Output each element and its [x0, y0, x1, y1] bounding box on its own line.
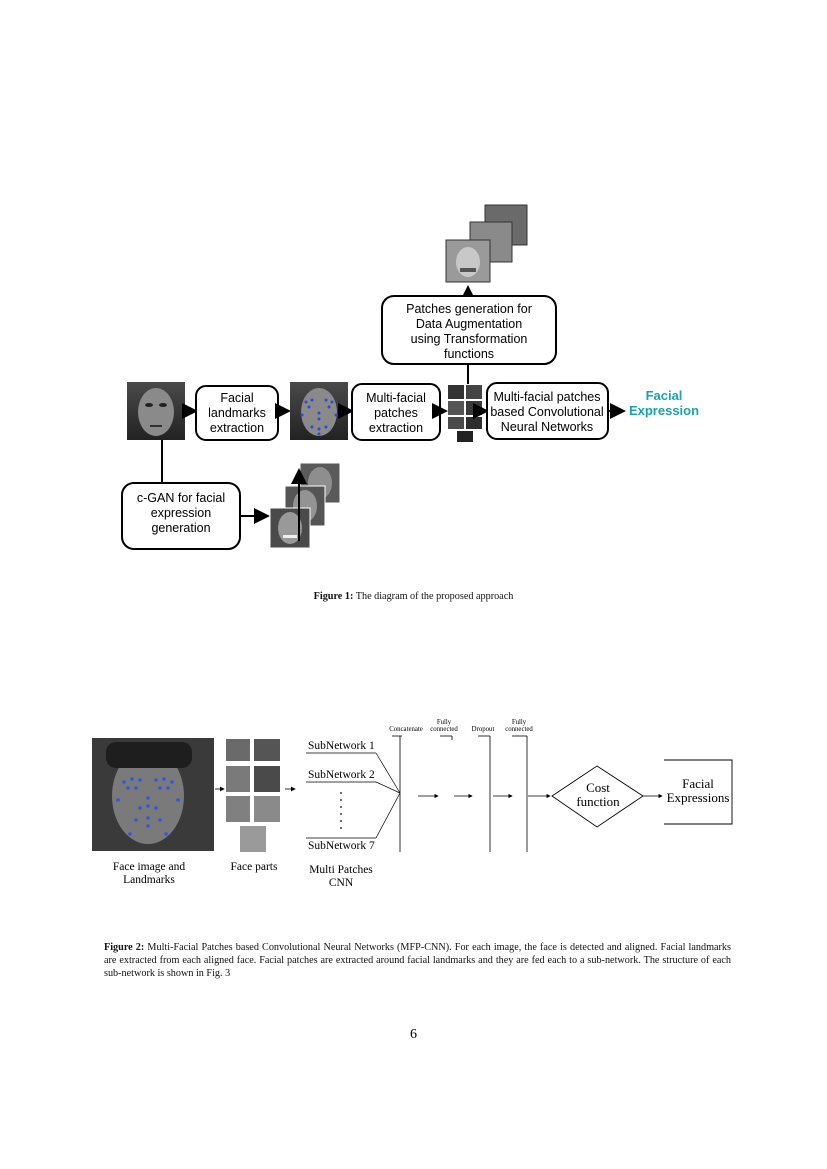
patches-gen-line2: Data Augmentation	[416, 317, 522, 331]
subnetwork-ellipsis	[340, 792, 342, 829]
cgan-line1: c-GAN for facial	[137, 491, 225, 505]
face-image-label-line2: Landmarks	[123, 874, 175, 886]
mfp-line1: Multi-facial	[366, 391, 426, 405]
landmarks-line3: extraction	[210, 421, 264, 435]
fc1-label-line2: connected	[430, 726, 458, 733]
figure2-caption-label: Figure 2:	[104, 942, 145, 953]
input-face-image	[127, 382, 185, 440]
mfp-line2: patches	[374, 406, 418, 420]
face-image-label-line1: Face image and	[113, 861, 185, 873]
facial-patches-grid	[448, 385, 482, 442]
cnn-line1: Multi-facial patches	[494, 390, 601, 404]
subnetwork-7-label: SubNetwork 7	[308, 840, 375, 852]
concatenate-label: Concatenate	[389, 726, 423, 733]
figure1-diagram: Patches generation for Data Augmentation…	[121, 204, 699, 550]
fc2-label-line2: connected	[505, 726, 533, 733]
landmarks-line2: landmarks	[208, 406, 266, 420]
cgan-line3: generation	[151, 521, 210, 535]
cnn-line2: based Convolutional	[490, 405, 603, 419]
facial-expressions-line1: Facial	[682, 776, 714, 791]
figure1-caption: Figure 1: The diagram of the proposed ap…	[0, 590, 827, 603]
face-parts-label: Face parts	[231, 861, 278, 873]
landmarks-line1: Facial	[220, 391, 253, 405]
multi-patches-label-line2: CNN	[329, 877, 354, 889]
output-facial: Facial	[646, 388, 683, 403]
fc2-label-line1: Fully	[512, 719, 527, 726]
figure2-caption-text: Multi-Facial Patches based Convolutional…	[104, 942, 731, 979]
figure2-face-parts	[226, 739, 280, 852]
cost-function-line1: Cost	[586, 780, 610, 795]
generated-faces-stack	[269, 462, 341, 549]
figure2-face-image	[92, 738, 214, 851]
figure1-caption-label: Figure 1:	[313, 591, 354, 602]
cnn-line3: Neural Networks	[501, 420, 593, 434]
mfp-line3: extraction	[369, 421, 423, 435]
subnetwork-2-label: SubNetwork 2	[308, 769, 375, 781]
landmarked-face-image	[290, 382, 348, 440]
facial-expressions-box	[664, 759, 733, 825]
figure2-diagram: SubNetwork 1 SubNetwork 2 SubNetwork 7 C…	[92, 719, 733, 889]
dropout-label: Dropout	[472, 726, 495, 733]
patches-gen-line1: Patches generation for	[406, 302, 532, 316]
augmented-patches-stack	[445, 204, 528, 283]
cost-function-line2: function	[576, 794, 620, 809]
cgan-line2: expression	[151, 506, 211, 520]
page-number: 6	[410, 1027, 417, 1042]
figure1-caption-text: The diagram of the proposed approach	[355, 591, 514, 602]
output-expression: Expression	[629, 403, 699, 418]
fc1-label-line1: Fully	[437, 719, 452, 726]
facial-expressions-line2: Expressions	[667, 790, 730, 805]
figure2-caption: Figure 2: Multi-Facial Patches based Con…	[104, 941, 731, 980]
patches-gen-line3: using Transformation	[411, 332, 528, 346]
subnetwork-1-label: SubNetwork 1	[308, 740, 375, 752]
patches-gen-line4: functions	[444, 347, 494, 361]
multi-patches-label-line1: Multi Patches	[309, 864, 373, 876]
